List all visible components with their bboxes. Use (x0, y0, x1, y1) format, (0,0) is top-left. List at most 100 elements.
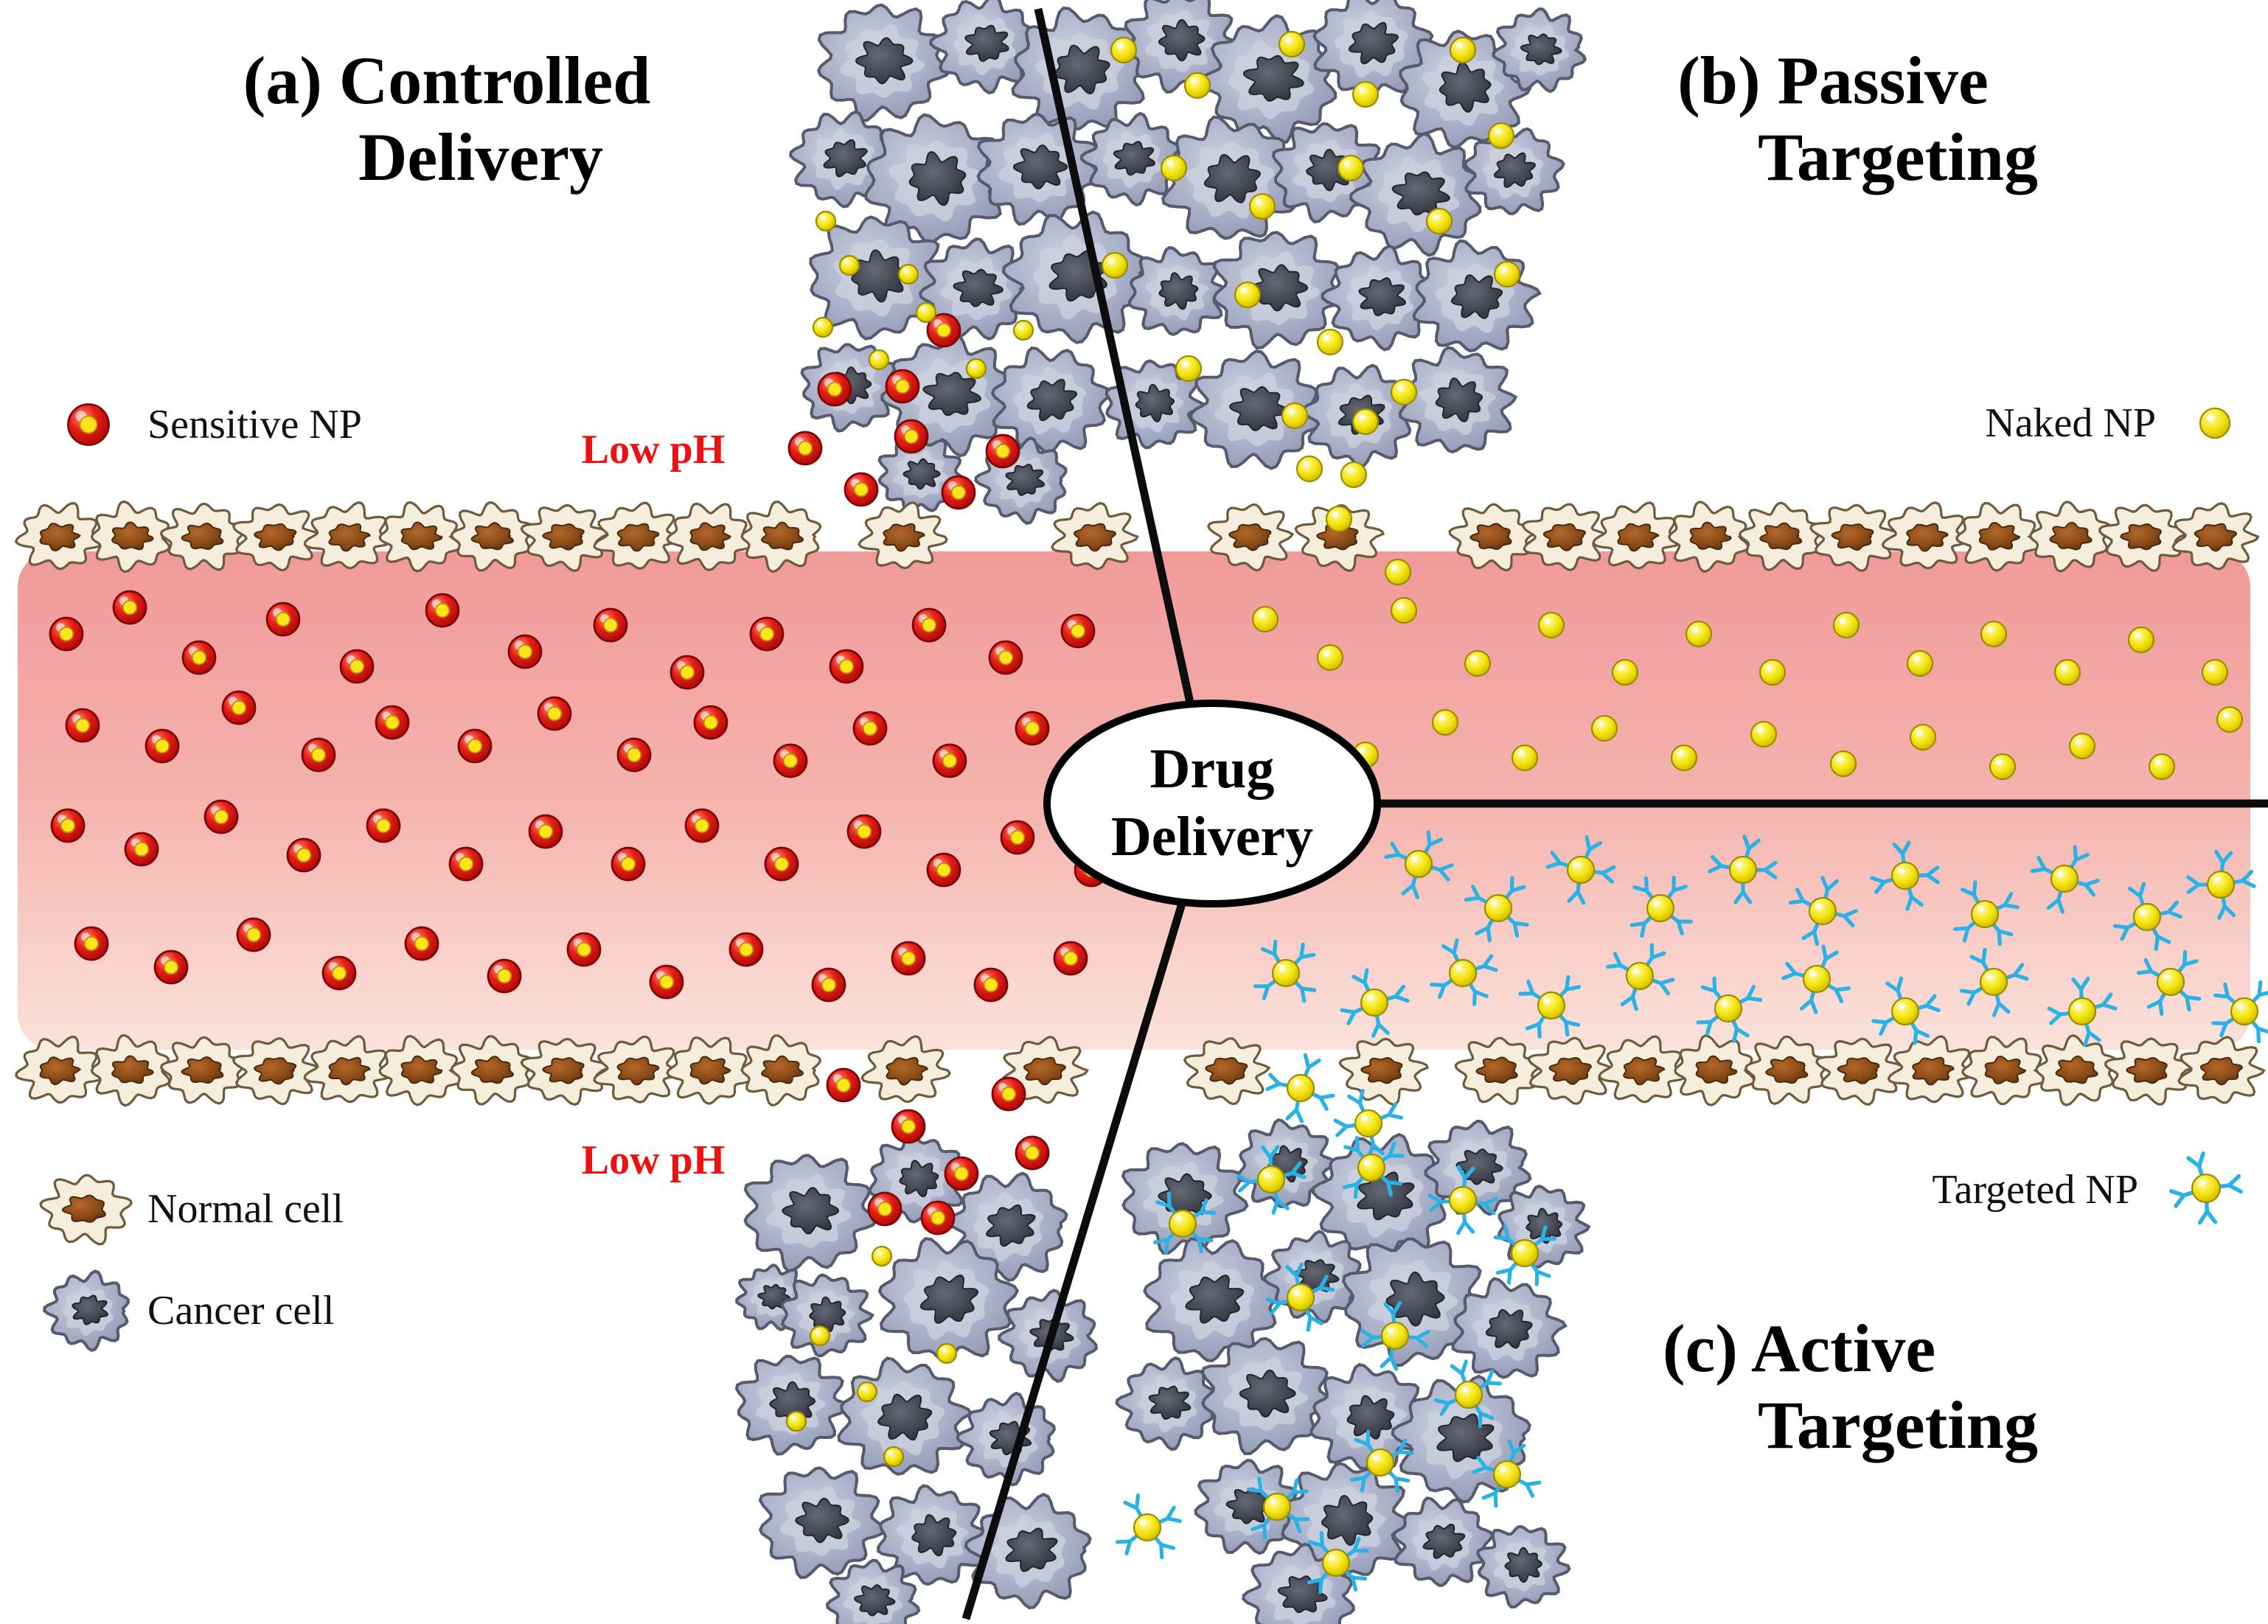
naked-np (1487, 122, 1515, 150)
sensitive-np (920, 1200, 956, 1236)
sensitive-np (507, 634, 543, 669)
released-drug (812, 316, 834, 338)
targeted-np (1265, 1053, 1335, 1123)
targeted-np (1253, 939, 1317, 1003)
naked-np (1352, 408, 1380, 436)
legend-sensitive-np-label: Sensitive NP (147, 402, 362, 447)
normal-cell (451, 501, 535, 572)
naked-np (1431, 708, 1459, 736)
normal-cell (1598, 1035, 1688, 1104)
drug-delivery-ellipse (1043, 700, 1381, 907)
cancer-cell (781, 1273, 874, 1358)
sensitive-np (891, 1109, 926, 1144)
naked-np (1493, 260, 1521, 288)
normal-cell (1050, 501, 1139, 571)
cancer-cell (1079, 111, 1180, 207)
low-ph-label-top: Low pH (582, 427, 726, 473)
naked-np (1248, 192, 1276, 220)
naked-np (1449, 36, 1477, 64)
cancer-cell (1189, 349, 1323, 470)
sensitive-np (991, 1076, 1026, 1112)
sensitive-np (649, 964, 684, 1000)
sensitive-np (181, 640, 217, 675)
released-drug (868, 349, 890, 371)
sensitive-np (611, 846, 646, 882)
normal-cell (15, 501, 104, 571)
cancer-cell (817, 3, 952, 123)
naked-np (1537, 611, 1565, 639)
sensitive-np (124, 832, 159, 867)
naked-np (1278, 30, 1306, 58)
center-ellipse-layer (1043, 700, 1381, 907)
targeted-np (1427, 1165, 1498, 1236)
sensitive-np (846, 814, 882, 849)
targeted-np (1430, 938, 1498, 1006)
released-drug (965, 358, 987, 380)
cancer-cell (1001, 210, 1149, 344)
normal-cell (1522, 503, 1607, 571)
naked-np (1425, 207, 1453, 235)
normal-cell (520, 1037, 611, 1107)
released-drug (883, 1446, 905, 1468)
targeted-np (2047, 976, 2118, 1047)
sensitive-np (973, 967, 1009, 1003)
naked-np (1906, 649, 1934, 677)
targeted-np (1333, 1088, 1404, 1159)
targeted-np (1518, 975, 1582, 1039)
cancer-cell (1127, 245, 1228, 336)
naked-np (1685, 620, 1713, 648)
naked-np (1464, 649, 1492, 677)
cancer-cell (1194, 1458, 1302, 1555)
targeted-np (1472, 1439, 1542, 1508)
naked-np (1390, 378, 1418, 406)
title-a-line1: (a) Controlled (243, 43, 651, 118)
targeted-np (2186, 849, 2256, 920)
normal-cell (520, 503, 611, 573)
cancer-cell (1143, 1237, 1284, 1363)
normal-cell (1448, 503, 1537, 572)
targeted-np (1384, 830, 1454, 899)
cancer-cell (1476, 1525, 1571, 1609)
normal-cell (303, 501, 394, 570)
naked-np (1759, 658, 1787, 686)
sensitive-np (1060, 613, 1096, 649)
targeted-np (1606, 943, 1675, 1011)
cancer-cell (1200, 1337, 1335, 1456)
cancer-cell (1341, 1237, 1489, 1367)
cancer-cell (1281, 1462, 1413, 1581)
normal-cell (451, 1035, 535, 1106)
released-drug (785, 1410, 807, 1432)
sensitive-np (773, 743, 808, 778)
targeted-np (1153, 1191, 1217, 1255)
cancer-cell (1398, 346, 1518, 454)
sensitive-np (829, 649, 864, 684)
naked-np (1352, 80, 1380, 108)
sensitive-np (236, 917, 271, 952)
sensitive-np (787, 431, 823, 466)
legend-naked-np-label: Naked NP (1985, 400, 2156, 446)
normal-cell (1809, 503, 1900, 572)
title-a-line2: Delivery (358, 119, 603, 195)
sensitive-np (204, 799, 239, 834)
naked-np (2216, 705, 2244, 733)
cancer-cell (743, 1154, 878, 1273)
sensitive-np (669, 655, 705, 690)
naked-np (1384, 558, 1412, 586)
naked-np (1337, 154, 1365, 182)
targeted-np (2112, 882, 2182, 952)
targeted-np (1545, 834, 1616, 905)
normal-cell (860, 1035, 951, 1104)
normal-cell (159, 502, 248, 571)
normal-cell (1955, 501, 2041, 572)
naked-np (1316, 328, 1344, 356)
sensitive-np (112, 590, 147, 625)
sensitive-np (593, 607, 628, 643)
sensitive-np (50, 808, 86, 843)
normal-cell (232, 503, 320, 572)
targeted-np (2136, 949, 2202, 1017)
normal-cell (1454, 1036, 1543, 1106)
targeted-np (1870, 840, 1940, 911)
released-drug (1012, 319, 1034, 341)
naked-np (2127, 626, 2155, 654)
